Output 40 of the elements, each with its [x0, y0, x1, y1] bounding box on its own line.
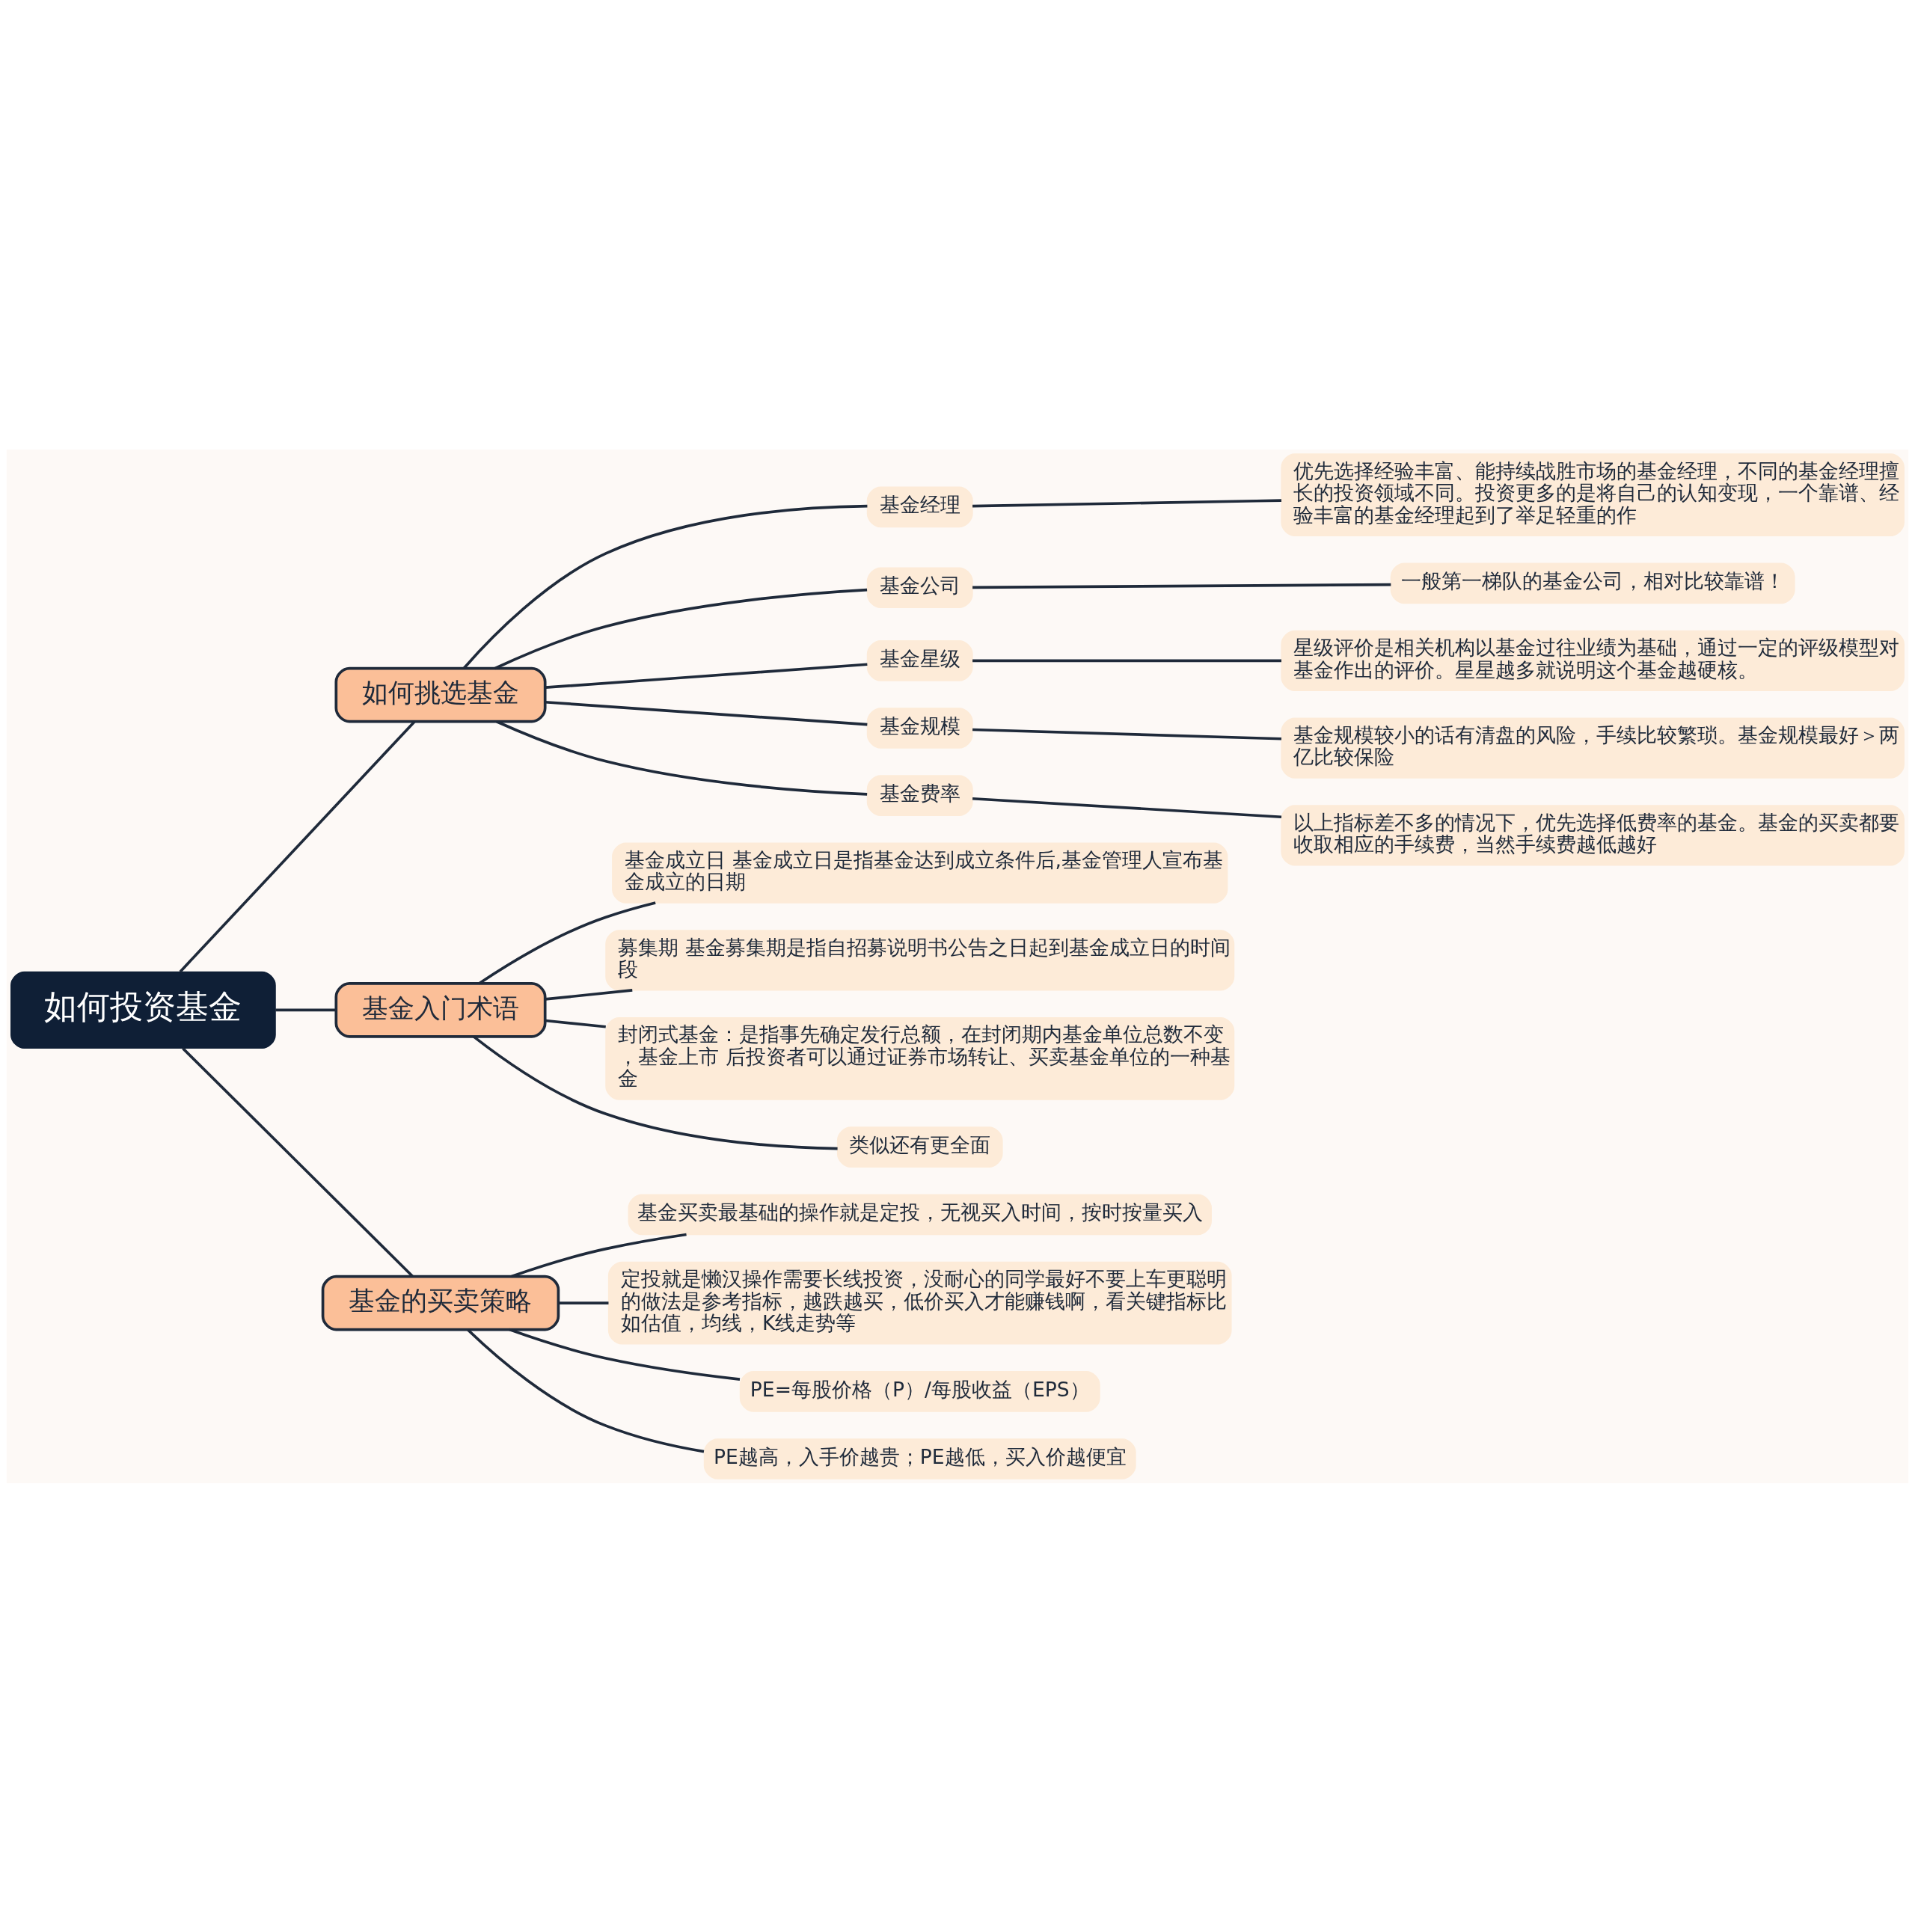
connector [545, 662, 868, 689]
node-box: PE=每股价格（P）/每股收益（EPS） [739, 1370, 1100, 1412]
connector [509, 1328, 741, 1381]
connector [478, 901, 656, 984]
node-box: 基金星级 [866, 640, 973, 681]
connector [494, 588, 868, 669]
node-box: 基金成立日 基金成立日是指基金达到成立条件后,基金管理人宣布基金成立的日期 [612, 841, 1228, 904]
node-box: 如何挑选基金 [334, 666, 547, 723]
node-box: 封闭式基金：是指事先确定发行总额，在封闭期内基金单位总数不变，基金上市 后投资者可以通过证券市场转让、买卖基金单位的一种基金 [605, 1016, 1235, 1100]
connector [545, 988, 633, 1001]
connector [972, 658, 1281, 662]
node-box: 星级评价是相关机构以基金过往业绩为基础，通过一定的评级模型对基金作出的评价。星星越多就说明这个基金越硬核。 [1281, 630, 1905, 691]
connector [558, 1301, 609, 1304]
connector [275, 1008, 336, 1011]
node-box: 以上指标差不多的情况下，优先选择低费率的基金。基金的买卖都要收取相应的手续费，当然手续费越低越好 [1281, 804, 1905, 865]
node-box: 基金规模较小的话有清盘的风险，手续比较繁琐。基金规模最好＞两亿比较保险 [1281, 717, 1905, 779]
connector [972, 728, 1282, 740]
node-box: 基金的买卖策略 [321, 1275, 560, 1331]
node-box: 如何投资基金 [10, 971, 276, 1049]
node-box: PE越高，入手价越贵；PE越低，买入价越便宜 [703, 1438, 1136, 1479]
connector [545, 1019, 606, 1028]
connector [972, 797, 1282, 818]
node-box: 基金入门术语 [334, 981, 547, 1038]
connector [545, 700, 868, 726]
node-box: 基金公司 [866, 566, 973, 608]
node-box: 基金买卖最基础的操作就是定投，无视买入时间，按时按量买入 [628, 1194, 1212, 1235]
node-box: 募集期 基金募集期是指自招募说明书公告之日起到基金成立日的时间段 [605, 929, 1235, 990]
connector [972, 498, 1282, 507]
connector [972, 583, 1391, 589]
node-box: 基金费率 [866, 774, 973, 816]
node-box: 基金经理 [866, 486, 973, 527]
connector [462, 504, 868, 669]
node-box: 定投就是懒汉操作需要长线投资，没耐心的同学最好不要上车更聪明的做法是参考指标，越跌越买，低价买入才能赚钱啊，看关键指标比如估值，均线，K线走势等 [607, 1261, 1232, 1344]
connector [467, 1328, 705, 1453]
connector [182, 1046, 414, 1278]
node-box: 优先选择经验丰富、能持续战胜市场的基金经理，不同的基金经理擅长的投资领域不同。投资更多的是将自己的认知变现，一个靠谱、经验丰富的基金经理起到了举足轻重的作 [1281, 453, 1905, 536]
node-box: 基金规模 [866, 707, 973, 749]
node-box: 类似还有更全面 [836, 1126, 1003, 1168]
node-box: 一般第一梯队的基金公司，相对比较靠谱！ [1390, 562, 1795, 604]
connector [511, 1233, 687, 1278]
